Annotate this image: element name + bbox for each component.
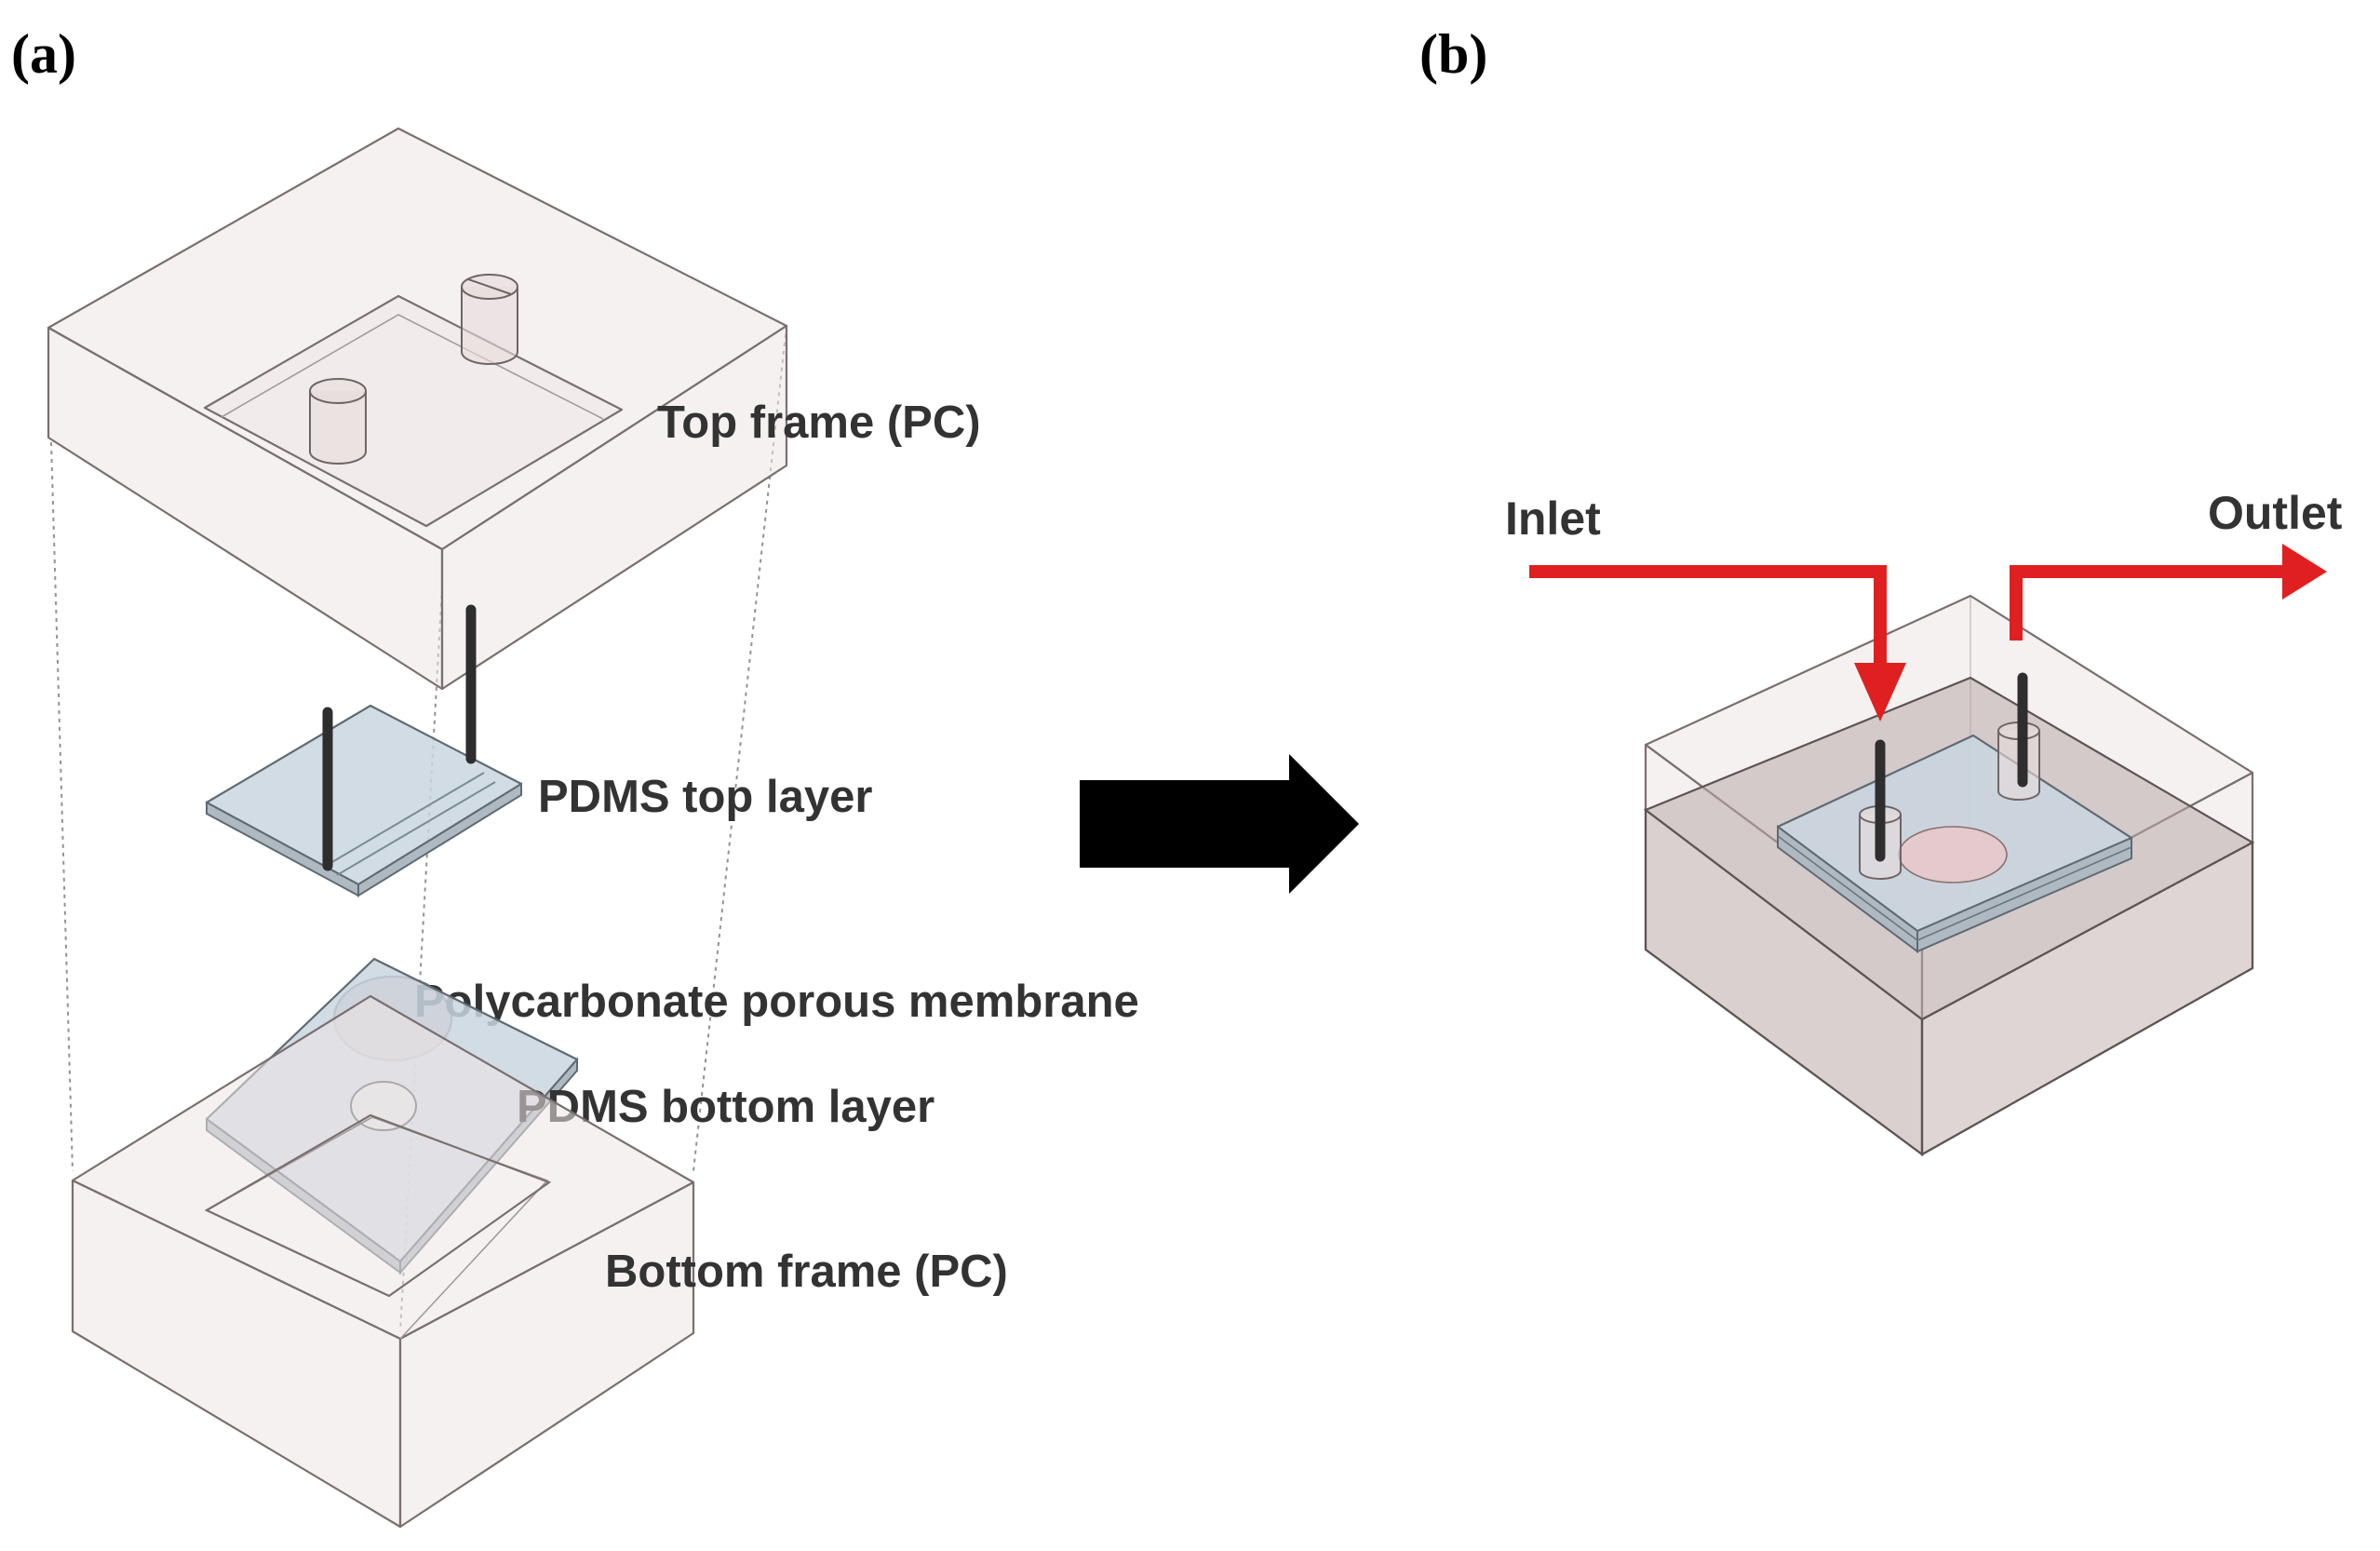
panel-a-label: (a) xyxy=(11,23,76,85)
panel-b: (b) xyxy=(1419,23,2343,1157)
assembled-device xyxy=(1643,594,2255,1157)
bottom-frame xyxy=(71,994,695,1529)
pdms-top-layer-label: PDMS top layer xyxy=(538,772,872,822)
bottom-frame-label: Bottom frame (PC) xyxy=(605,1247,1008,1297)
outlet-flow-arrow xyxy=(2010,544,2327,641)
inlet-flow-arrow xyxy=(1529,565,1906,722)
inlet-label: Inlet xyxy=(1505,492,1601,545)
assembled-membrane xyxy=(1898,826,2008,883)
assembly-arrow xyxy=(1080,754,1359,894)
top-frame-port-cylinders xyxy=(309,274,518,465)
outlet-label: Outlet xyxy=(2208,487,2343,539)
panel-b-label: (b) xyxy=(1419,23,1487,85)
panel-a: (a) Top frame (PC) xyxy=(11,23,1139,1529)
top-frame xyxy=(47,127,788,691)
membrane-label: Polycarbonate porous membrane xyxy=(414,977,1139,1027)
top-frame-label: Top frame (PC) xyxy=(657,398,981,448)
pdms-top-layer xyxy=(205,604,523,897)
